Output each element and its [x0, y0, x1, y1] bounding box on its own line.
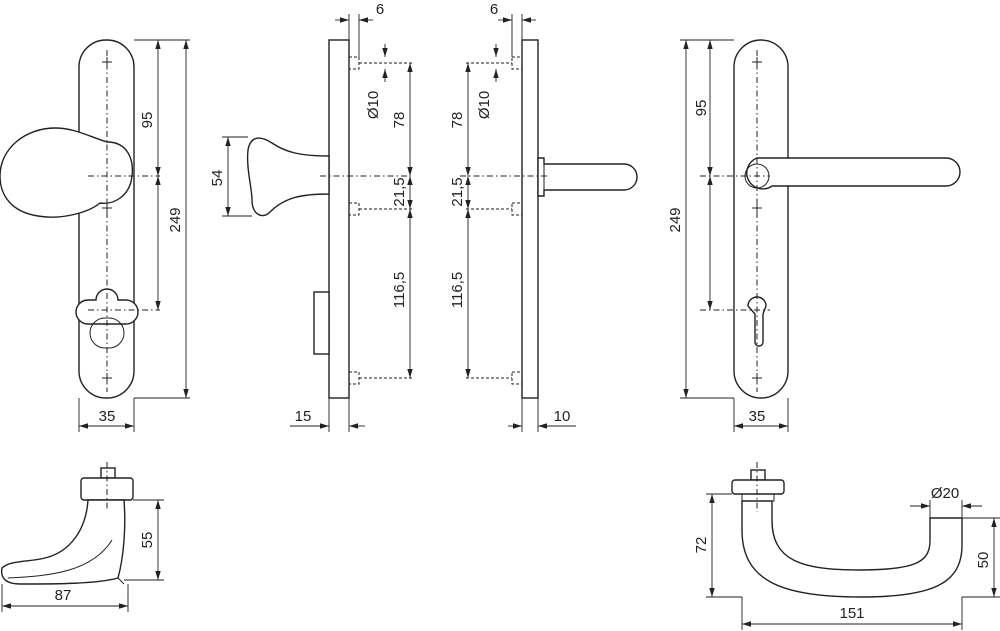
lever-top-profile: [741, 500, 963, 598]
lever-spindle: [750, 469, 766, 481]
knob-top-view: 55 87: [0, 462, 164, 612]
dim-35-right: 35: [749, 408, 766, 425]
dim-6-left: 6: [376, 1, 384, 18]
dim-249-left: 249: [167, 207, 184, 232]
knob-profile: [246, 137, 330, 217]
dim-1165-right: 116,5: [449, 272, 466, 308]
dim-151: 151: [839, 605, 864, 622]
dim-55: 55: [139, 532, 156, 549]
dim-249-right: 249: [667, 207, 684, 232]
side-view-knob: 54 6 Ø10 78 21,5 116,5 15: [209, 1, 414, 432]
dim-54: 54: [209, 170, 226, 187]
dim-72: 72: [693, 537, 710, 554]
dim-10: 10: [554, 408, 571, 425]
backplate-outline-right: [733, 39, 789, 399]
knob-top-profile: [0, 499, 126, 585]
pins-right: [511, 56, 523, 385]
lever-top-view: 72 Ø20 50 151: [693, 462, 1000, 630]
dim-95-right: 95: [693, 100, 710, 117]
dim-d20: Ø20: [931, 485, 959, 502]
side-plate-right: [521, 39, 539, 399]
front-view-knob-plate: 95 249 35: [0, 39, 190, 432]
dim-78-right: 78: [449, 112, 466, 129]
dim-215-right: 21,5: [449, 177, 466, 206]
dim-15: 15: [295, 408, 312, 425]
dim-1165-left: 116,5: [391, 272, 408, 308]
pins-left: [348, 56, 360, 385]
dim-95-left: 95: [139, 112, 156, 129]
dim-6-right: 6: [490, 1, 498, 18]
lever-profile: [537, 157, 638, 197]
lock-block: [313, 291, 330, 355]
knob-spindle: [100, 467, 116, 479]
dim-d10-right: Ø10: [476, 91, 493, 119]
dim-35-left: 35: [99, 408, 116, 425]
dim-215-left: 21,5: [391, 177, 408, 206]
front-view-lever-plate: 95 249 35: [667, 39, 961, 432]
dim-50: 50: [975, 552, 992, 569]
dim-78-left: 78: [391, 112, 408, 129]
lever-front: [746, 157, 961, 190]
dim-87: 87: [55, 587, 72, 604]
side-plate-left: [328, 39, 350, 399]
side-view-lever: 6 Ø10 78 21,5 116,5 10: [449, 1, 638, 432]
lever-rose: [731, 479, 785, 495]
dim-d10-left: Ø10: [365, 91, 382, 119]
